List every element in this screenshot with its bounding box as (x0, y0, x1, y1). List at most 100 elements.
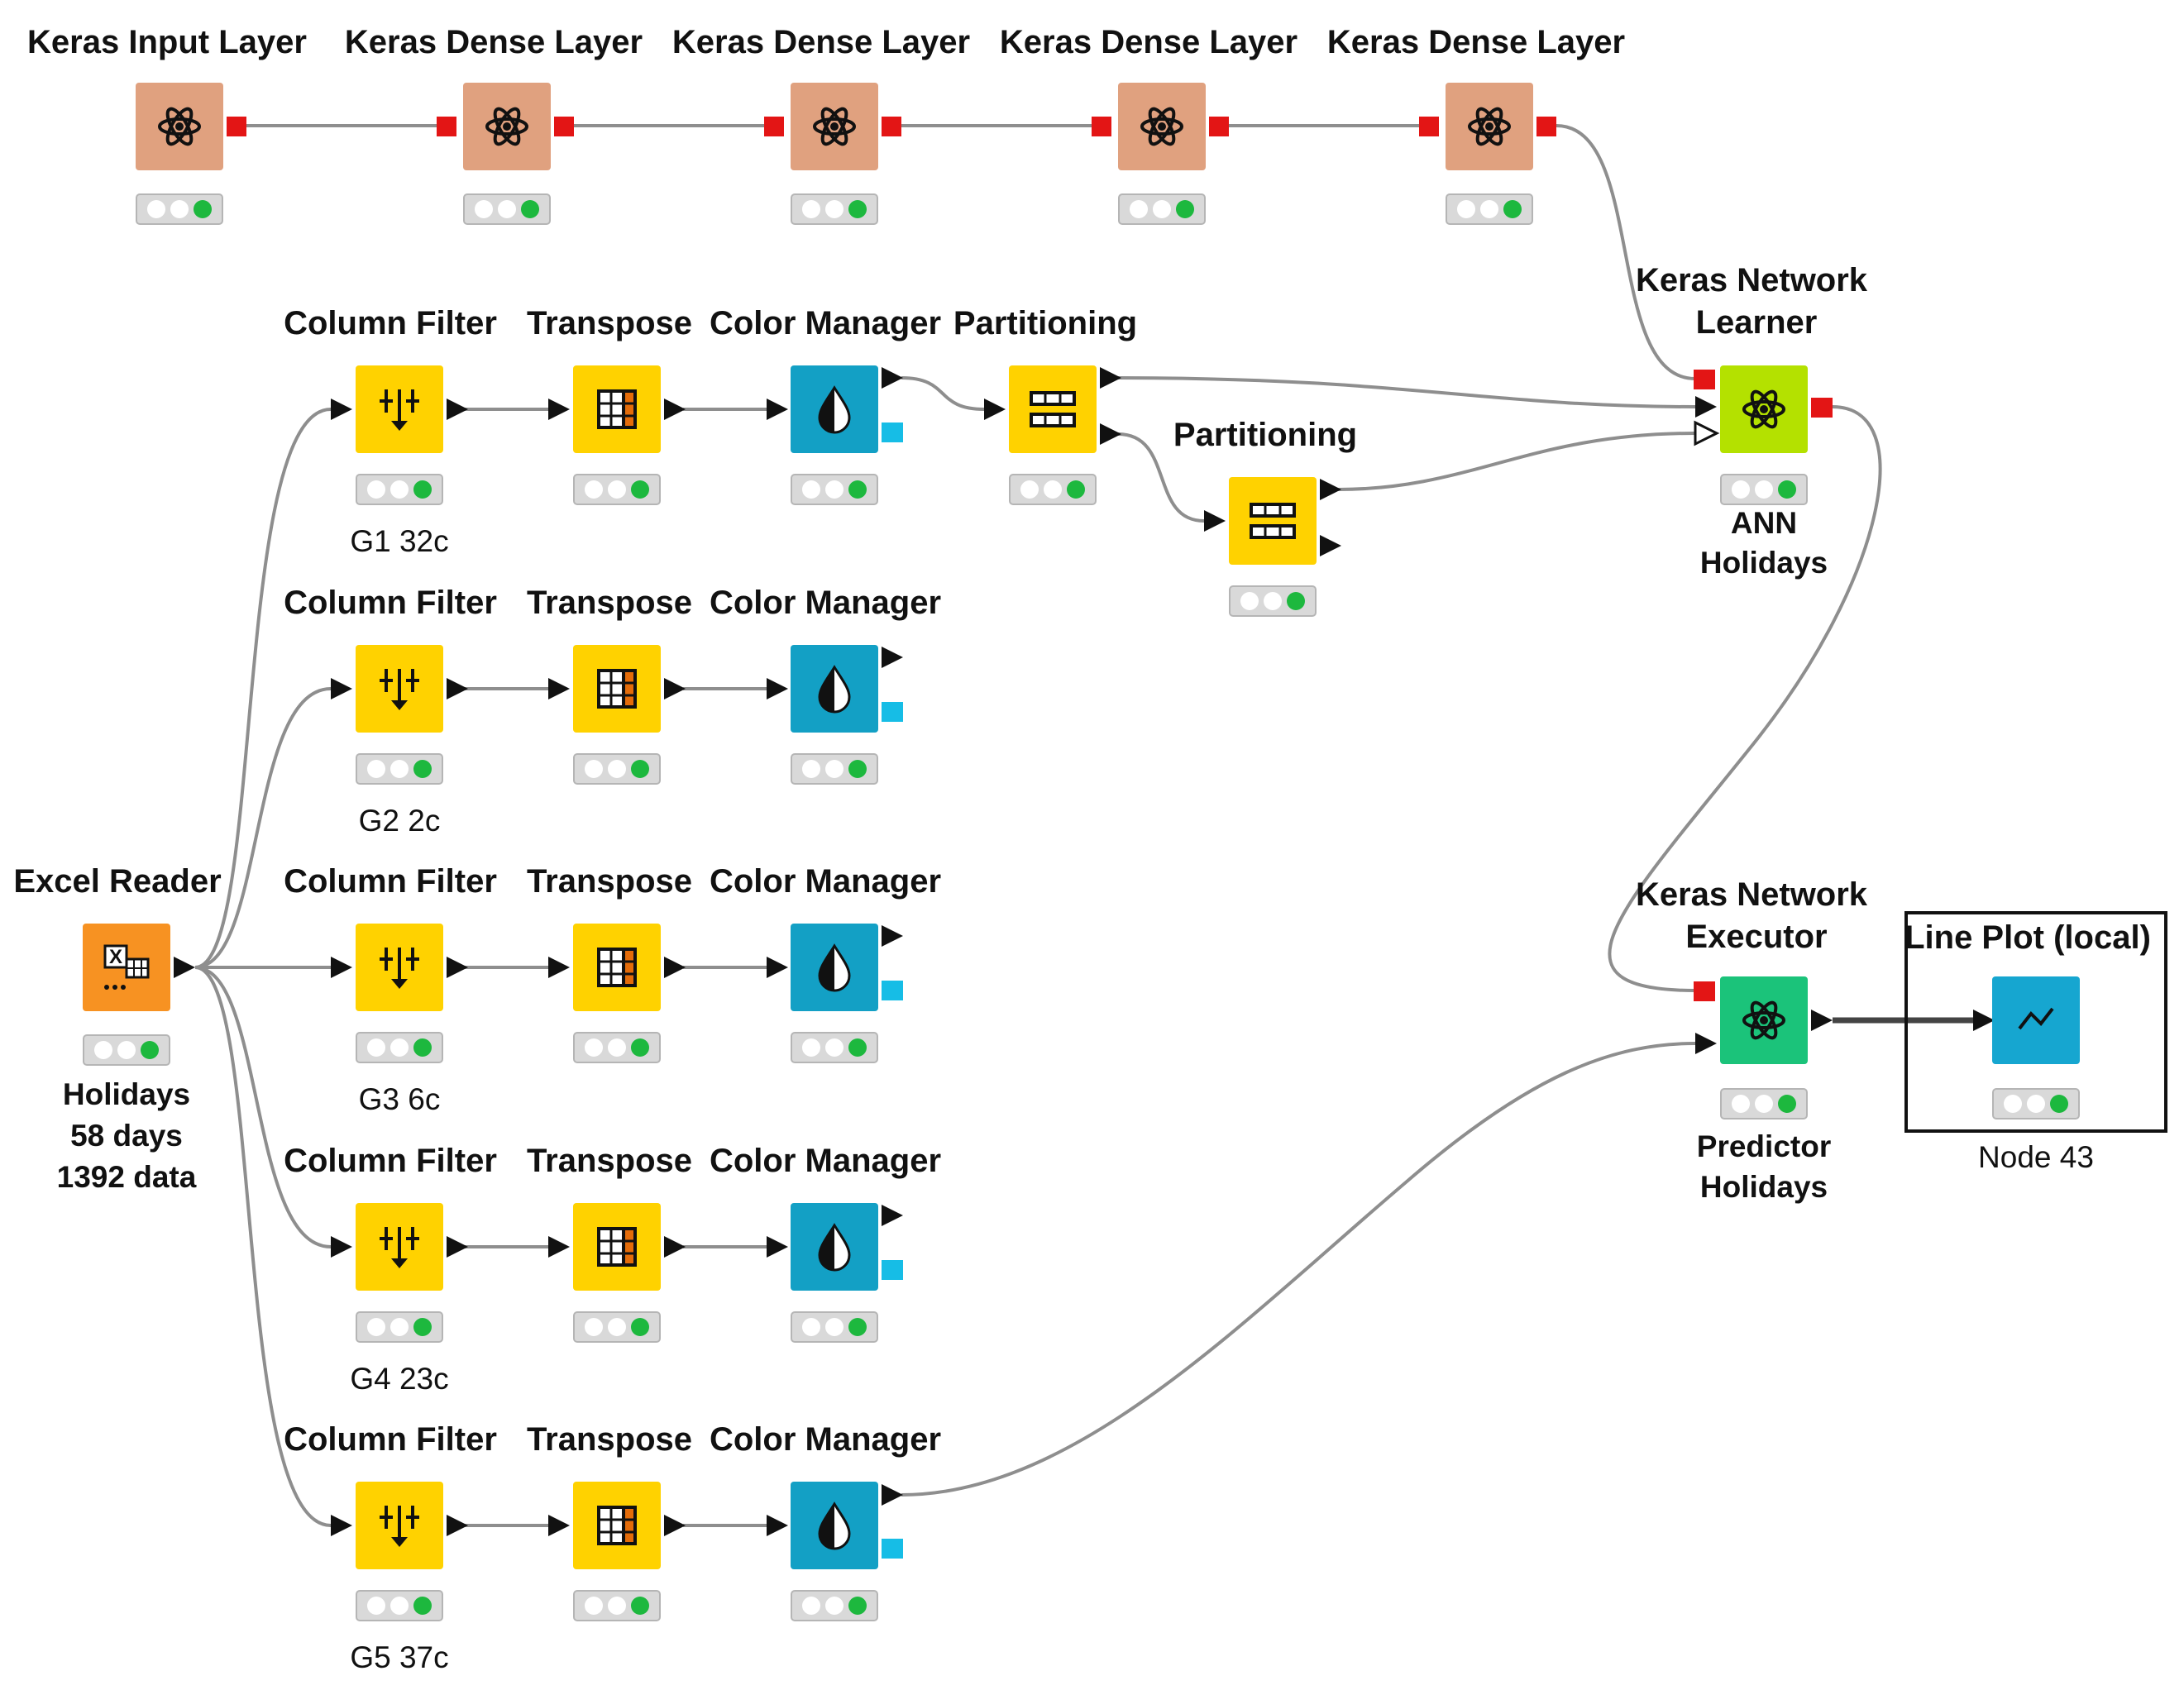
output-port[interactable] (882, 117, 901, 136)
output-port[interactable] (447, 399, 468, 420)
color-model-port[interactable] (882, 1260, 903, 1280)
node-partitioning-2[interactable]: Partitioning (1173, 417, 1357, 617)
node-title: Keras Dense Layer (672, 24, 970, 60)
color-model-port[interactable] (882, 702, 903, 722)
input-port[interactable] (764, 117, 784, 136)
input-port[interactable] (767, 957, 788, 978)
training-data-port[interactable] (1695, 396, 1717, 418)
input-port[interactable] (1092, 117, 1111, 136)
node-color-manager[interactable]: Color Manager (710, 585, 941, 785)
node-column-filter[interactable]: Column Filter G5 37c (284, 1421, 497, 1674)
node-body[interactable] (1009, 365, 1097, 453)
input-port[interactable] (548, 1236, 570, 1258)
input-port[interactable] (548, 678, 570, 699)
output-port-first[interactable] (1320, 479, 1341, 500)
output-port[interactable] (174, 957, 195, 978)
input-port[interactable] (331, 678, 352, 699)
node-annotation: G4 23c (350, 1362, 448, 1396)
model-output-port[interactable] (1811, 398, 1833, 418)
node-column-filter[interactable]: Column Filter G2 2c (284, 585, 497, 838)
node-partitioning-1[interactable]: Partitioning (953, 305, 1137, 505)
node-keras-network-executor[interactable]: Keras Network Executor Predictor Holiday… (1636, 876, 1868, 1204)
data-input-port[interactable] (1695, 1033, 1717, 1054)
node-annotation: G2 2c (359, 804, 441, 838)
node-line-plot[interactable]: Line Plot (local) Node 43 (1904, 911, 2167, 1174)
node-color-manager[interactable]: Color Manager (710, 1143, 941, 1343)
output-port[interactable] (664, 678, 686, 699)
node-transpose[interactable]: Transpose (527, 305, 692, 505)
output-port[interactable] (664, 1236, 686, 1258)
node-color-manager[interactable]: Color Manager (710, 305, 941, 505)
input-port[interactable] (767, 1515, 788, 1536)
color-model-port[interactable] (882, 1539, 903, 1559)
output-port[interactable] (664, 1515, 686, 1536)
node-transpose[interactable]: Transpose (527, 1421, 692, 1621)
output-port[interactable] (882, 1205, 903, 1226)
input-port[interactable] (767, 1236, 788, 1258)
node-keras-input-layer[interactable]: Keras Input Layer (27, 24, 307, 225)
node-keras-dense-layer-3[interactable]: Keras Dense Layer (1000, 24, 1297, 225)
output-port[interactable] (447, 1236, 468, 1258)
node-column-filter[interactable]: Column Filter G4 23c (284, 1143, 497, 1396)
input-port[interactable] (1204, 510, 1226, 532)
node-title: Partitioning (1173, 417, 1357, 453)
grid-icon (597, 948, 637, 987)
input-port[interactable] (437, 117, 456, 136)
input-port[interactable] (767, 399, 788, 420)
node-transpose[interactable]: Transpose (527, 863, 692, 1063)
output-port[interactable] (227, 117, 246, 136)
node-column-filter[interactable]: Column Filter G1 32c (284, 305, 497, 558)
node-color-manager[interactable]: Color Manager (710, 863, 941, 1063)
output-port-second[interactable] (1320, 535, 1341, 556)
input-port[interactable] (331, 1515, 352, 1536)
output-port[interactable] (554, 117, 574, 136)
input-port[interactable] (331, 399, 352, 420)
node-title: Transpose (527, 1421, 692, 1458)
node-title: Color Manager (710, 1421, 941, 1458)
model-input-port[interactable] (1694, 981, 1715, 1001)
output-port-first[interactable] (1100, 367, 1121, 389)
output-port[interactable] (882, 647, 903, 668)
node-column-filter[interactable]: Column Filter G3 6c (284, 863, 497, 1116)
node-title: Transpose (527, 305, 692, 341)
output-port[interactable] (447, 678, 468, 699)
output-port[interactable] (664, 399, 686, 420)
input-port[interactable] (1419, 117, 1439, 136)
node-keras-network-learner[interactable]: Keras Network Learner ANN Holidays (1636, 262, 1868, 580)
input-port[interactable] (548, 1515, 570, 1536)
node-annotation-line2: Holidays (1700, 1170, 1828, 1204)
input-port[interactable] (767, 678, 788, 699)
output-port[interactable] (447, 957, 468, 978)
output-port-second[interactable] (1100, 423, 1121, 445)
node-body[interactable] (1229, 477, 1317, 565)
output-port[interactable] (882, 1484, 903, 1506)
input-port[interactable] (984, 399, 1006, 420)
output-port[interactable] (447, 1515, 468, 1536)
status-traffic-light (573, 1311, 661, 1343)
input-port[interactable] (548, 957, 570, 978)
node-color-manager[interactable]: Color Manager (710, 1421, 941, 1621)
node-keras-dense-layer-4[interactable]: Keras Dense Layer (1327, 24, 1625, 225)
model-input-port[interactable] (1694, 370, 1715, 389)
color-model-port[interactable] (882, 422, 903, 442)
output-port[interactable] (882, 367, 903, 389)
color-model-port[interactable] (882, 981, 903, 1000)
node-excel-reader[interactable]: Excel Reader Holidays 58 days 1392 data (13, 863, 221, 1194)
grid-icon (597, 1506, 637, 1545)
output-port[interactable] (1536, 117, 1556, 136)
status-traffic-light (356, 753, 443, 785)
output-port[interactable] (1811, 1010, 1833, 1031)
node-transpose[interactable]: Transpose (527, 585, 692, 785)
validation-data-port[interactable] (1694, 420, 1720, 446)
node-title: Column Filter (284, 305, 497, 341)
input-port[interactable] (331, 1236, 352, 1258)
output-port[interactable] (664, 957, 686, 978)
input-port[interactable] (1973, 1010, 1995, 1031)
output-port[interactable] (882, 925, 903, 947)
node-keras-dense-layer-2[interactable]: Keras Dense Layer (672, 24, 970, 225)
node-keras-dense-layer-1[interactable]: Keras Dense Layer (345, 24, 643, 225)
input-port[interactable] (331, 957, 352, 978)
node-transpose[interactable]: Transpose (527, 1143, 692, 1343)
input-port[interactable] (548, 399, 570, 420)
output-port[interactable] (1209, 117, 1229, 136)
